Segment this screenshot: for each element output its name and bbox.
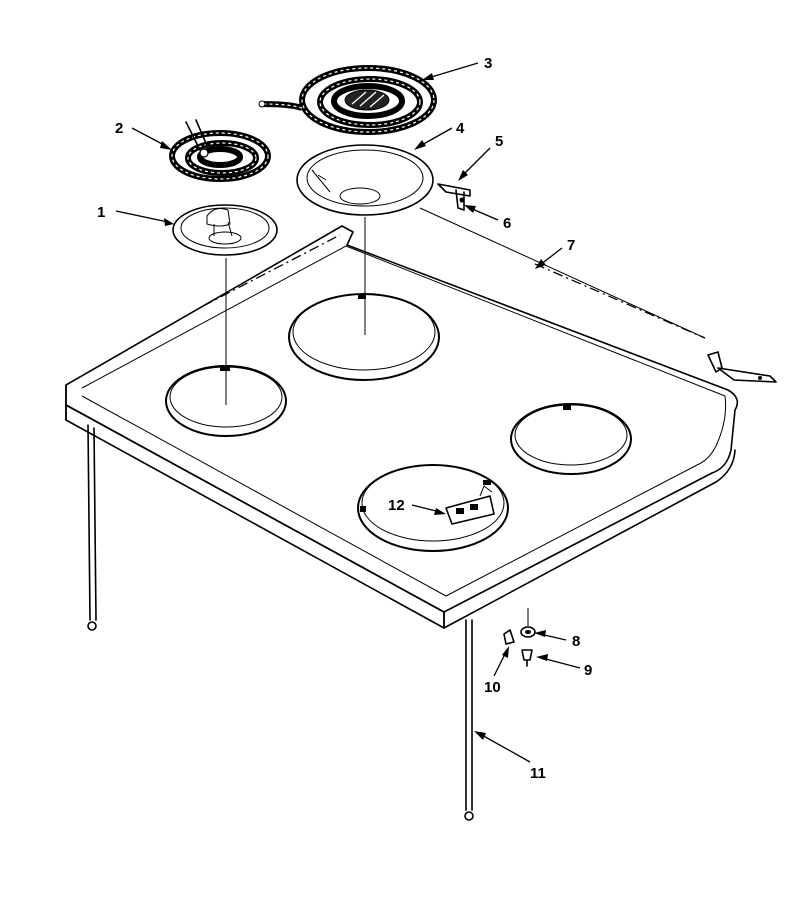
leg-rods xyxy=(87,424,474,821)
terminal-block xyxy=(445,485,495,525)
callout-labels: 1 2 3 4 5 6 7 8 9 10 11 12 xyxy=(97,55,592,782)
cooktop-panel xyxy=(65,207,739,629)
callout-8: 8 xyxy=(572,633,580,650)
callout-3: 3 xyxy=(484,55,492,72)
callout-10: 10 xyxy=(484,679,501,696)
callout-7: 7 xyxy=(567,237,575,254)
callout-4: 4 xyxy=(456,120,465,137)
callout-5: 5 xyxy=(495,133,503,150)
callout-6: 6 xyxy=(503,215,511,232)
callout-12: 12 xyxy=(388,497,405,514)
leader-lines xyxy=(115,62,581,763)
callout-11: 11 xyxy=(530,765,546,782)
surface-element-large xyxy=(258,65,437,135)
hinge-bracket-right xyxy=(707,351,777,383)
drip-bowl-small xyxy=(172,204,278,256)
callout-2: 2 xyxy=(115,120,123,137)
drip-bowl-large xyxy=(296,144,434,216)
hinge-bracket-rear xyxy=(437,183,471,211)
hardware-fasteners xyxy=(503,608,536,667)
surface-element-small xyxy=(169,119,271,182)
callout-1: 1 xyxy=(97,204,105,221)
callout-9: 9 xyxy=(584,662,592,679)
burner-holes xyxy=(165,293,632,552)
